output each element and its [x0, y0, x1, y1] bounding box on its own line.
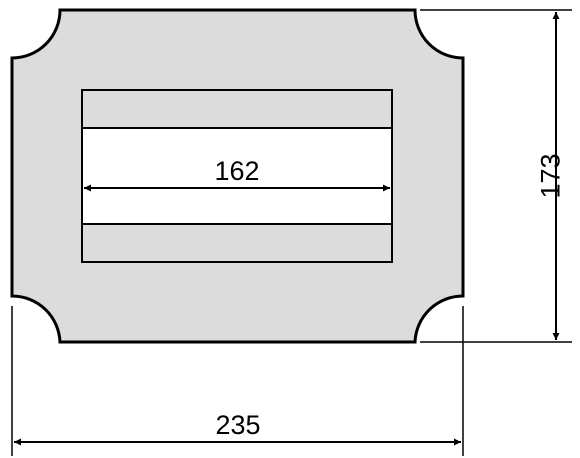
inner-width-dimension: 162	[84, 156, 390, 192]
inner-width-label: 162	[214, 156, 259, 186]
inner-panel	[81, 89, 393, 263]
overall-height-label: 173	[535, 153, 565, 198]
overall-width-dimension: 235	[11, 306, 464, 456]
top-strip	[83, 91, 391, 127]
panel-frame-outline	[81, 89, 393, 263]
overall-height-dimension: 173	[420, 9, 572, 343]
bottom-strip	[83, 225, 391, 261]
overall-width-label: 235	[215, 410, 260, 440]
